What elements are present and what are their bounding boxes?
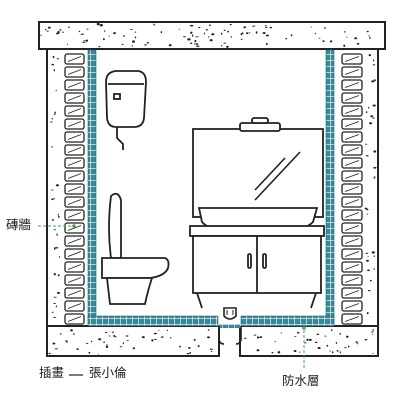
ceiling-slab	[38, 21, 386, 50]
vanity-cabinet	[189, 225, 325, 309]
leader-line-waterproof	[302, 326, 306, 370]
toilet	[101, 192, 170, 305]
brick-wall-left	[46, 48, 91, 327]
toilet-tank	[105, 70, 147, 150]
floor-drain	[218, 307, 242, 345]
credit-prefix: 插畫	[39, 365, 65, 380]
mirror	[192, 128, 324, 218]
brick-wall-right	[331, 48, 379, 327]
waterproof-layer-label: 防水層	[282, 373, 320, 388]
waterproof-layer	[87, 49, 335, 328]
mirror-light	[239, 117, 281, 132]
credit-name: 張小倫	[89, 365, 127, 380]
floor-slab	[46, 325, 379, 357]
leader-line-brick-wall	[38, 224, 76, 228]
brick-wall-label: 磚牆	[6, 217, 32, 232]
